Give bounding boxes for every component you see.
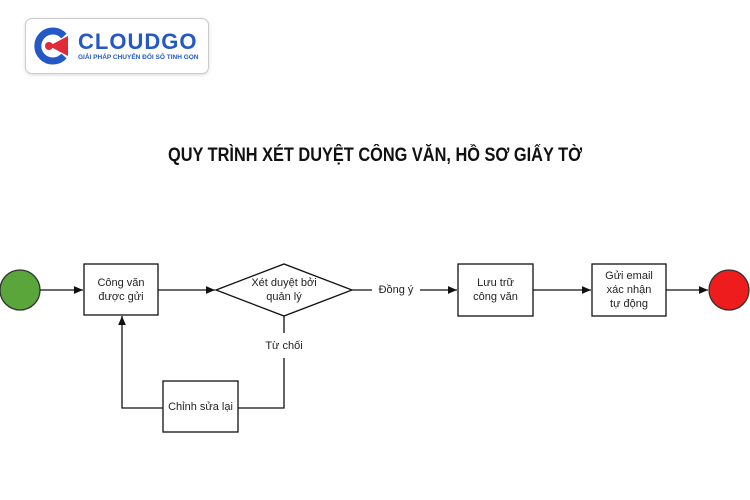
node-revise-label: Chỉnh sửa lại [168, 400, 233, 413]
edge-revise-submitted [118, 316, 163, 409]
edge-reject-revise [238, 358, 285, 409]
node-review-label: Xét duyệt bởi quản lý [251, 277, 317, 303]
edge-reject-label: Từ chối [265, 340, 303, 352]
node-store-box [457, 263, 534, 317]
page-title: QUY TRÌNH XÉT DUYỆT CÔNG VĂN, HỒ SƠ GIẤY… [167, 145, 583, 166]
node-email-box [591, 263, 667, 317]
node-email-label: Gửi email xác nhận tự động [605, 270, 653, 310]
logo-name: CLOUDGO [78, 29, 198, 54]
logo-tagline: GIẢI PHÁP CHUYỂN ĐỔI SỐ TINH GỌN [78, 54, 199, 61]
logo-icon [34, 27, 68, 65]
node-store-label: Lưu trữ công văn [473, 277, 518, 303]
end-node [708, 269, 750, 311]
node-revise-box [162, 380, 239, 433]
cloudgo-logo: CLOUDGO GIẢI PHÁP CHUYỂN ĐỔI SỐ TINH GỌN [25, 18, 209, 74]
node-submitted-label: Công văn được gửi [97, 276, 145, 303]
edge-approve-label: Đồng ý [378, 284, 414, 296]
start-node [0, 269, 41, 311]
